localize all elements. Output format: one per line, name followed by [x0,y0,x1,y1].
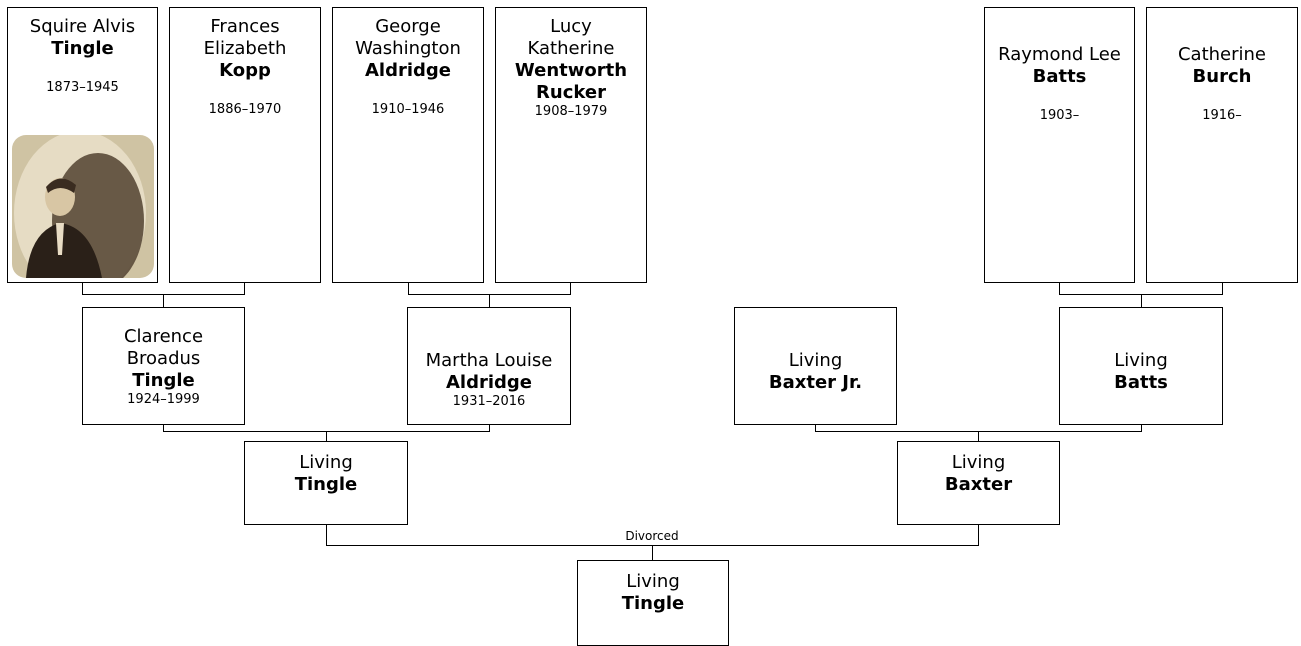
given-name: Frances [210,16,280,37]
surname: Tingle [621,593,685,614]
connector-line [978,431,979,441]
life-dates: 1910–1946 [371,102,445,117]
surname: Batts [1032,66,1087,87]
person-card-raymond-lee-batts[interactable]: Raymond Lee Batts 1903– [984,7,1135,283]
person-card-frances-elizabeth-kopp[interactable]: Frances Elizabeth Kopp 1886–1970 [169,7,321,283]
person-card-george-washington-aldridge[interactable]: George Washington Aldridge 1910–1946 [332,7,484,283]
surname: Tingle [294,474,358,495]
connector-line [978,525,979,546]
connector-line [489,425,490,432]
connector-line [326,431,327,441]
surname: Aldridge [445,372,532,393]
life-dates: 1916– [1202,108,1242,123]
given-name: George [375,16,441,37]
given-name: Living [626,571,680,592]
given-name: Living [299,452,353,473]
connector-line [1222,283,1223,295]
given-name: Living [788,350,843,371]
relationship-label: Divorced [625,529,679,543]
life-dates: 1931–2016 [452,394,526,409]
connector-line [1141,294,1142,307]
surname: Tingle [51,38,114,59]
connector-line [1141,425,1142,432]
connector-line [815,425,816,432]
surname: Batts [1114,372,1168,393]
person-card-catherine-burch[interactable]: Catherine Burch 1916– [1146,7,1298,283]
life-dates: 1886–1970 [208,102,282,117]
surname: Aldridge [364,60,451,81]
given-name: Raymond Lee [998,44,1121,65]
life-dates: 1924–1999 [127,392,200,407]
given-name: Broadus [126,348,201,369]
surname: Kopp [219,60,271,81]
person-card-living-baxter-jr[interactable]: Living Baxter Jr. [734,307,897,425]
person-card-living-batts[interactable]: Living Batts [1059,307,1223,425]
person-card-martha-louise-aldridge[interactable]: Martha Louise Aldridge 1931–2016 [407,307,571,425]
connector-line [326,525,327,546]
person-card-lucy-katherine-wentworth-rucker[interactable]: Lucy Katherine Wentworth Rucker 1908–197… [495,7,647,283]
surname: Rucker [536,82,606,103]
given-name: Catherine [1177,44,1267,65]
given-name: Squire Alvis [29,16,136,37]
given-name: Lucy [550,16,592,37]
given-name: Katherine [527,38,615,59]
surname: Baxter [944,474,1013,495]
person-card-clarence-broadus-tingle[interactable]: Clarence Broadus Tingle 1924–1999 [82,307,245,425]
connector-line [652,545,653,560]
connector-line [82,283,83,295]
connector-line [163,294,164,307]
given-name: Living [951,452,1006,473]
connector-line [1059,283,1060,295]
person-card-living-tingle-child[interactable]: Living Tingle [577,560,729,646]
given-name: Clarence [123,326,204,347]
surname: Tingle [132,370,195,391]
life-dates: 1903– [1039,108,1080,123]
given-name: Washington [355,38,461,59]
connector-line [244,283,245,295]
given-name: Living [1114,350,1168,371]
surname: Wentworth [514,60,628,81]
person-card-squire-alvis-tingle[interactable]: Squire Alvis Tingle 1873–1945 [7,7,158,283]
person-card-living-baxter[interactable]: Living Baxter [897,441,1060,525]
connector-line [163,425,164,432]
connector-line [408,283,409,295]
person-card-living-tingle-parent[interactable]: Living Tingle [244,441,408,525]
given-name: Elizabeth [203,38,287,59]
given-name: Martha Louise [425,350,553,371]
portrait-photo [12,135,154,278]
connector-line [570,283,571,295]
life-dates: 1908–1979 [534,104,608,119]
life-dates: 1873–1945 [46,80,119,95]
connector-line [489,294,490,307]
surname: Baxter Jr. [768,372,863,393]
surname: Burch [1192,66,1252,87]
